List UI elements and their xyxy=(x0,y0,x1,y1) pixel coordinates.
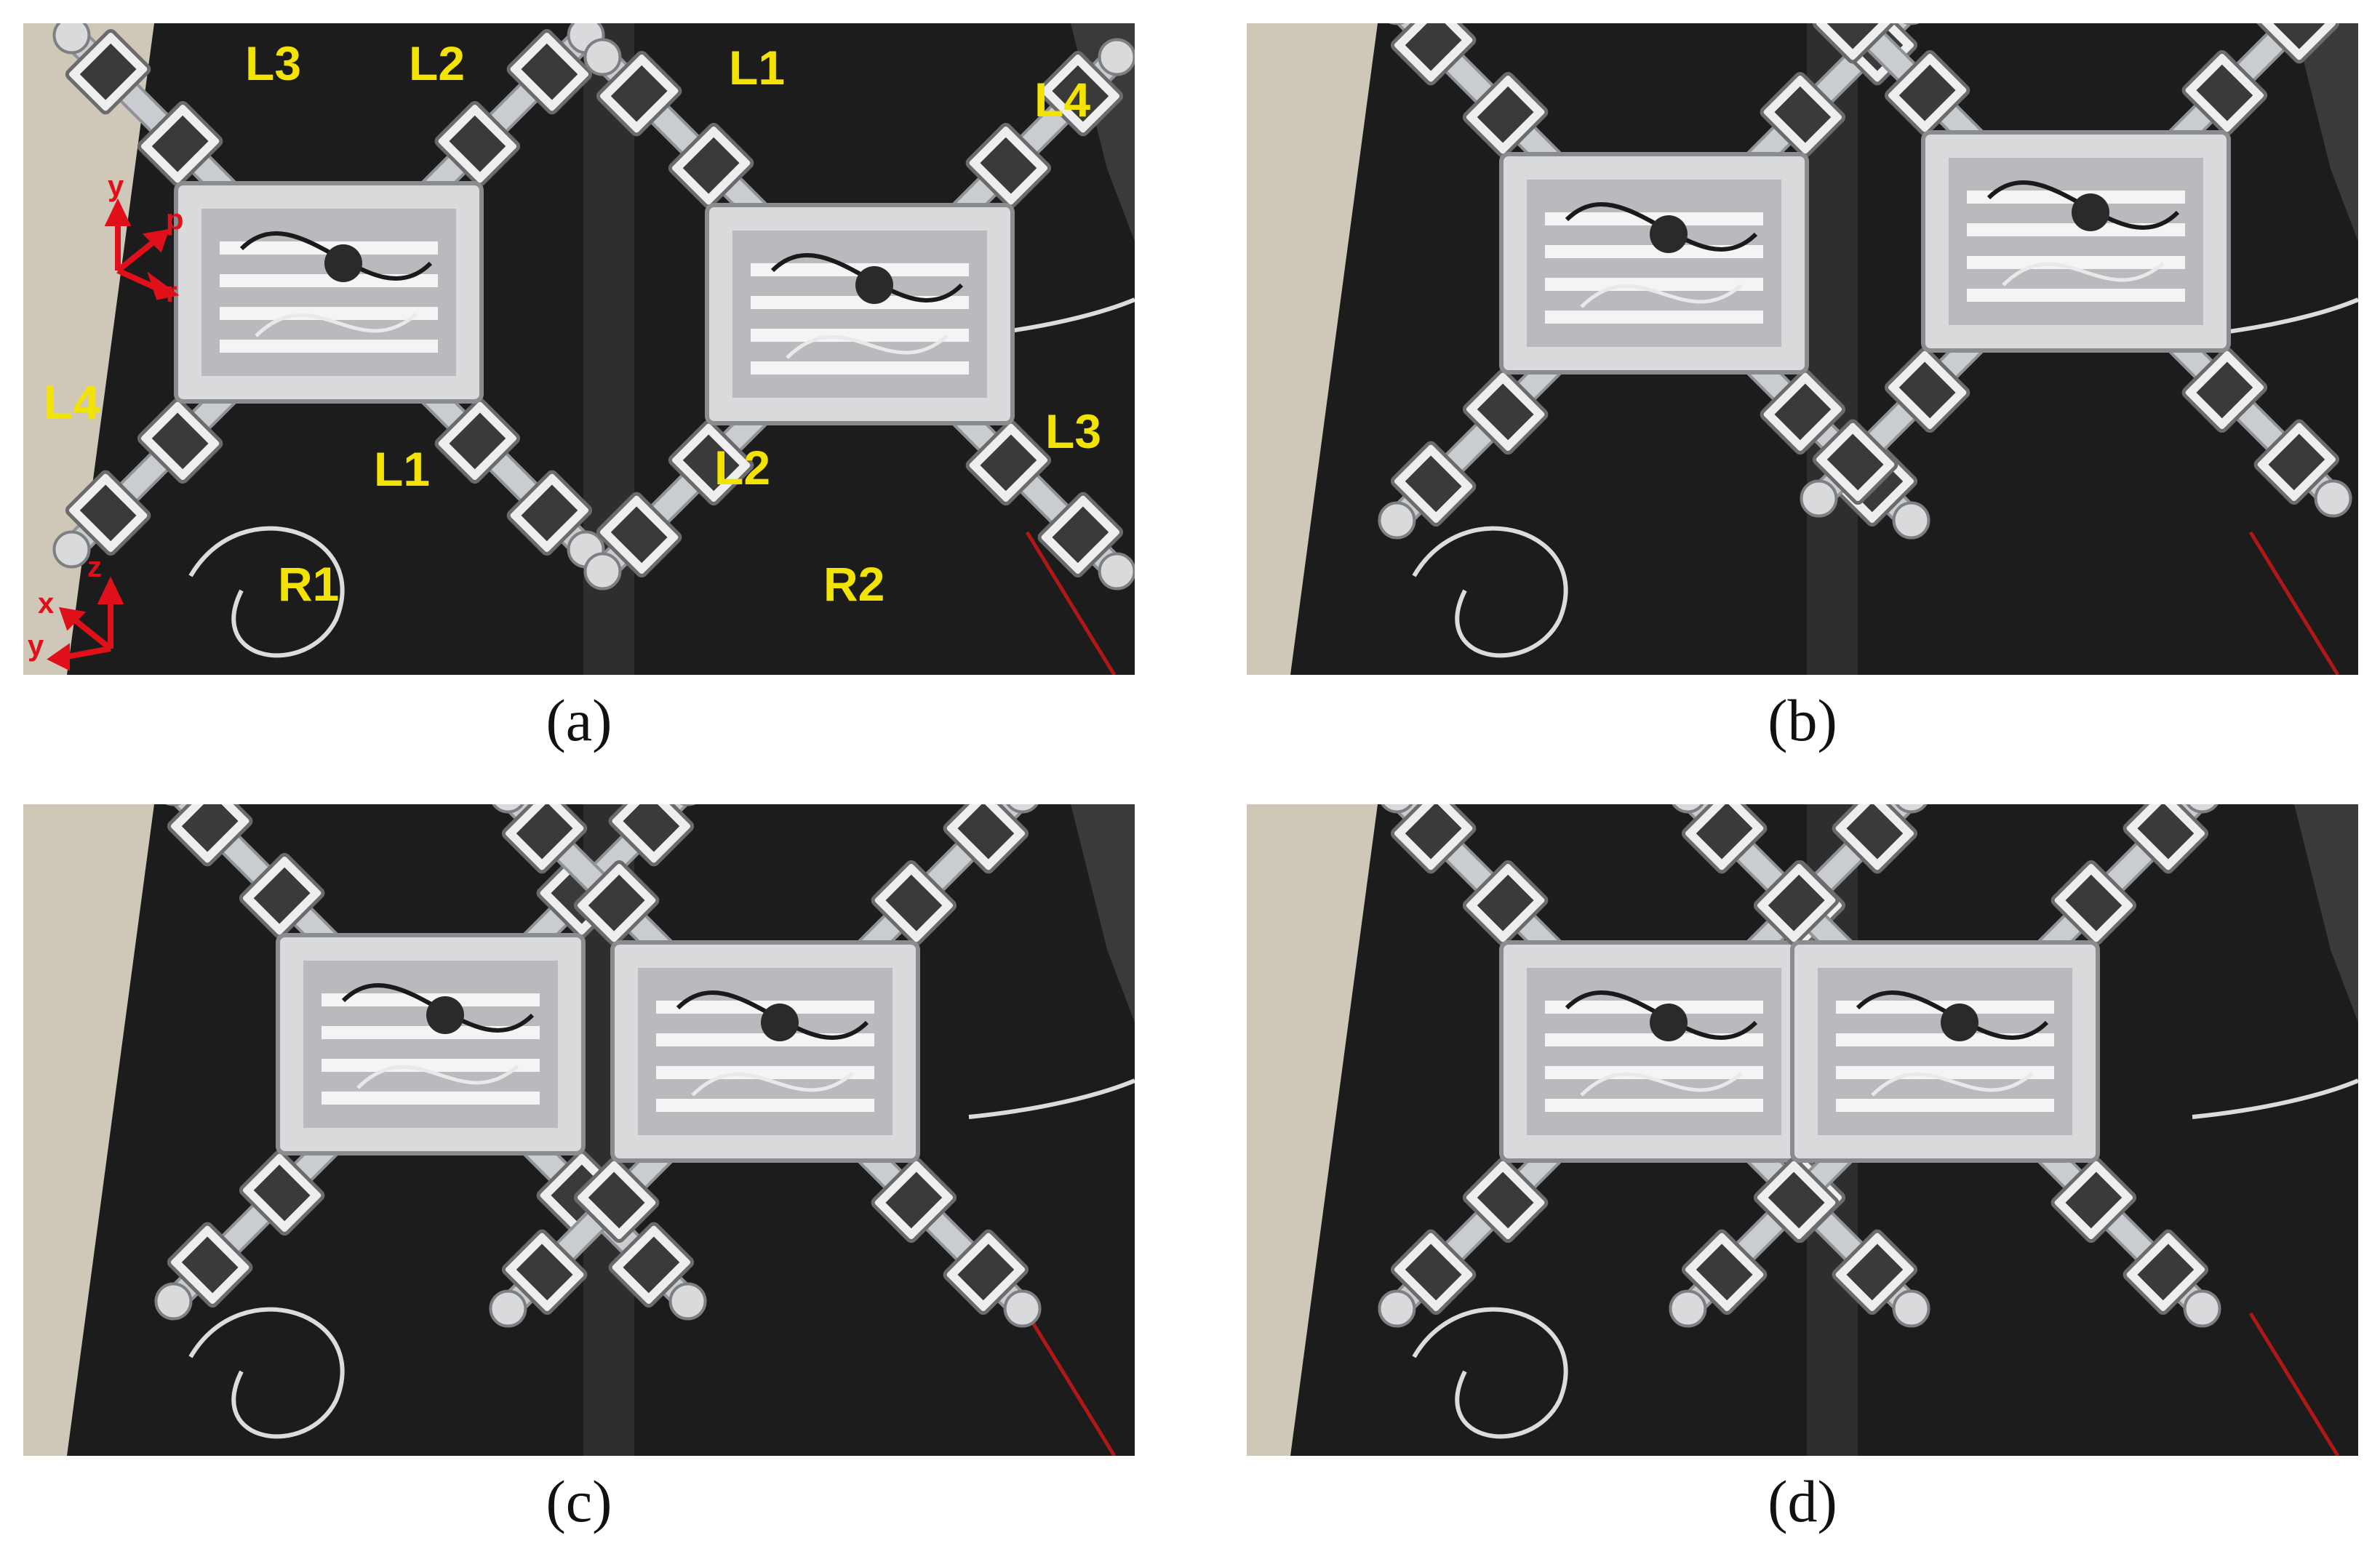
figure-panel-a: R1 R2 L3 L2 L4 L1 L1 L4 L2 L3 y p r x z … xyxy=(23,23,1135,675)
body-axis-label-y: y xyxy=(108,170,124,202)
figure-panel-c xyxy=(23,804,1135,1456)
robot-photo-b xyxy=(1247,23,2358,675)
r1-leg-label-l3: L3 xyxy=(245,36,302,90)
robot-label-r1: R1 xyxy=(278,557,340,611)
r1-leg-label-l4: L4 xyxy=(44,375,100,429)
r2-leg-label-l4: L4 xyxy=(1034,73,1091,127)
r1-leg-label-l1: L1 xyxy=(374,442,431,496)
panel-caption-b: (b) xyxy=(1768,687,1837,753)
figure-panel-d xyxy=(1247,804,2358,1456)
r2-leg-label-l2: L2 xyxy=(714,441,771,494)
robot-photo-c xyxy=(23,804,1135,1456)
panel-caption-d: (d) xyxy=(1768,1468,1837,1534)
r2-leg-label-l3: L3 xyxy=(1045,404,1102,458)
panel-caption-a: (a) xyxy=(546,687,612,753)
r1-leg-label-l2: L2 xyxy=(409,36,466,90)
world-axis-label-z: z xyxy=(87,551,102,583)
robot-photo-a xyxy=(23,23,1135,675)
world-axis-label-x: x xyxy=(38,588,55,620)
panel-caption-c: (c) xyxy=(546,1468,612,1534)
robot-photo-d xyxy=(1247,804,2358,1456)
robot-label-r2: R2 xyxy=(823,557,885,611)
r2-leg-label-l1: L1 xyxy=(729,41,786,95)
world-axis-label-y: y xyxy=(28,630,44,662)
body-axis-label-r: r xyxy=(166,276,177,308)
figure-panel-b xyxy=(1247,23,2358,675)
body-axis-label-p: p xyxy=(166,204,184,236)
